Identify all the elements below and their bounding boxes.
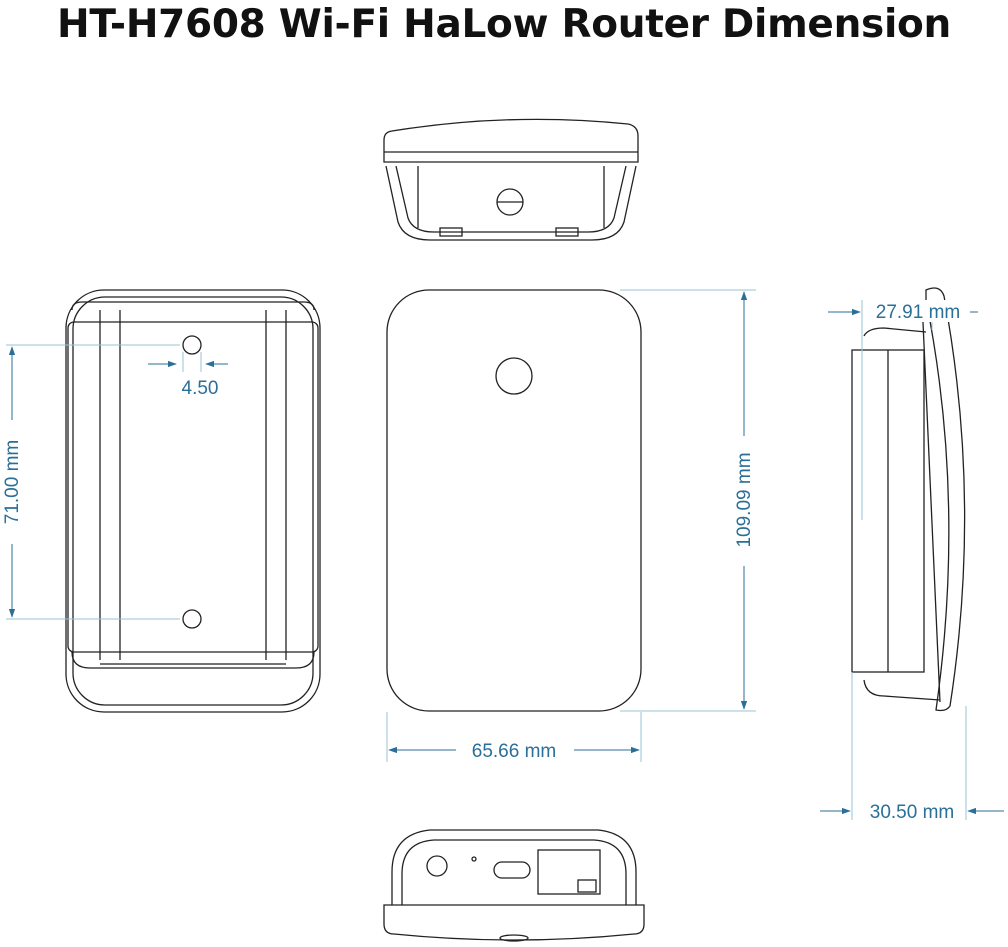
- mount-hole-bottom-icon: [182, 609, 202, 629]
- side-view: [851, 287, 966, 712]
- reset-button-icon: [471, 856, 477, 862]
- height-label: 109.09 mm: [734, 452, 755, 547]
- mount-hole-top-icon: [182, 335, 202, 355]
- usb-port-icon: [493, 861, 531, 879]
- hole-diameter-label: 4.50: [182, 378, 219, 399]
- back-view: [65, 289, 321, 713]
- power-jack-icon: [426, 855, 448, 877]
- top-view: [383, 118, 639, 241]
- page-title: HT-H7608 Wi-Fi HaLow Router Dimension: [57, 2, 951, 47]
- led-indicator-icon: [495, 357, 533, 395]
- ethernet-port-icon: [537, 849, 601, 895]
- hole-spacing-label: 71.00 mm: [2, 440, 23, 524]
- bottom-view: [383, 829, 645, 942]
- front-view: [386, 289, 642, 712]
- total-depth-label: 30.50 mm: [870, 802, 954, 823]
- width-label: 65.66 mm: [472, 741, 556, 762]
- body-depth-label: 27.91 mm: [876, 302, 960, 323]
